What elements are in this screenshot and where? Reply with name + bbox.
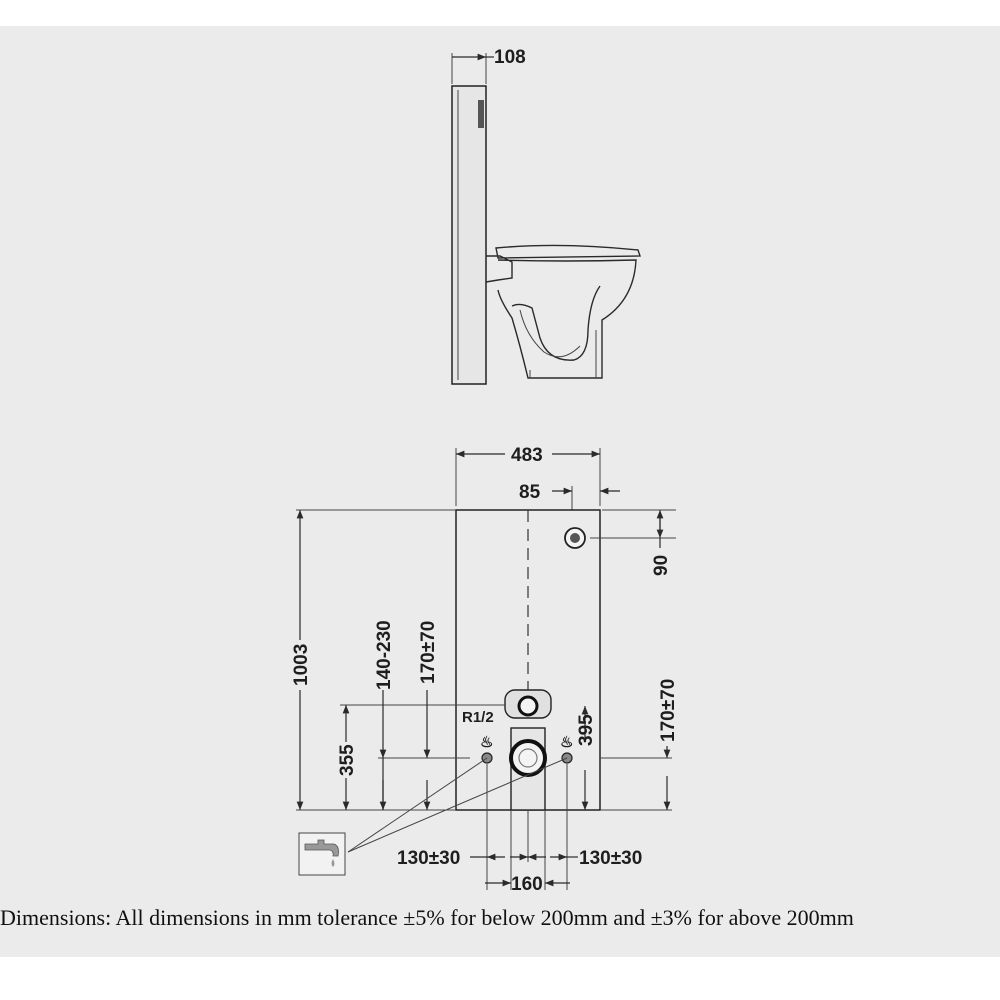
water-tap-icon <box>298 832 346 876</box>
toilet-bowl-side <box>485 244 641 379</box>
flush-button <box>564 527 586 549</box>
dim-right-pm: 170±70 <box>658 679 679 742</box>
dim-left-pm: 170±70 <box>418 621 439 684</box>
dim-front-width: 483 <box>511 445 543 466</box>
dim-top-offset: 90 <box>651 555 672 576</box>
water-supply-icon: ♨ <box>480 734 493 751</box>
dim-cistern-offset: 85 <box>519 482 541 503</box>
waste-pipe <box>509 727 547 811</box>
dim-center-spacing: 160 <box>511 874 543 895</box>
dim-left-range: 140-230 <box>374 620 395 690</box>
water-supply-right: ♨ <box>560 734 573 764</box>
dim-inlet-height: 395 <box>576 714 597 746</box>
dim-outlet-height: 355 <box>337 744 358 776</box>
flush-button-side <box>478 100 484 128</box>
front-view: 483 85 90 <box>291 445 679 895</box>
side-view: 108 <box>451 47 641 385</box>
dim-left-spacing: 130±30 <box>397 848 460 869</box>
thread-label: R1/2 <box>462 709 494 726</box>
water-supply-icon: ♨ <box>560 734 573 751</box>
dim-right-spacing: 130±30 <box>579 848 642 869</box>
flush-pipe-connector <box>504 689 552 719</box>
dim-side-depth: 108 <box>494 47 526 68</box>
dim-total-height: 1003 <box>291 644 312 686</box>
dimensions-caption: Dimensions: All dimensions in mm toleran… <box>0 905 854 930</box>
panel-side <box>451 85 487 385</box>
